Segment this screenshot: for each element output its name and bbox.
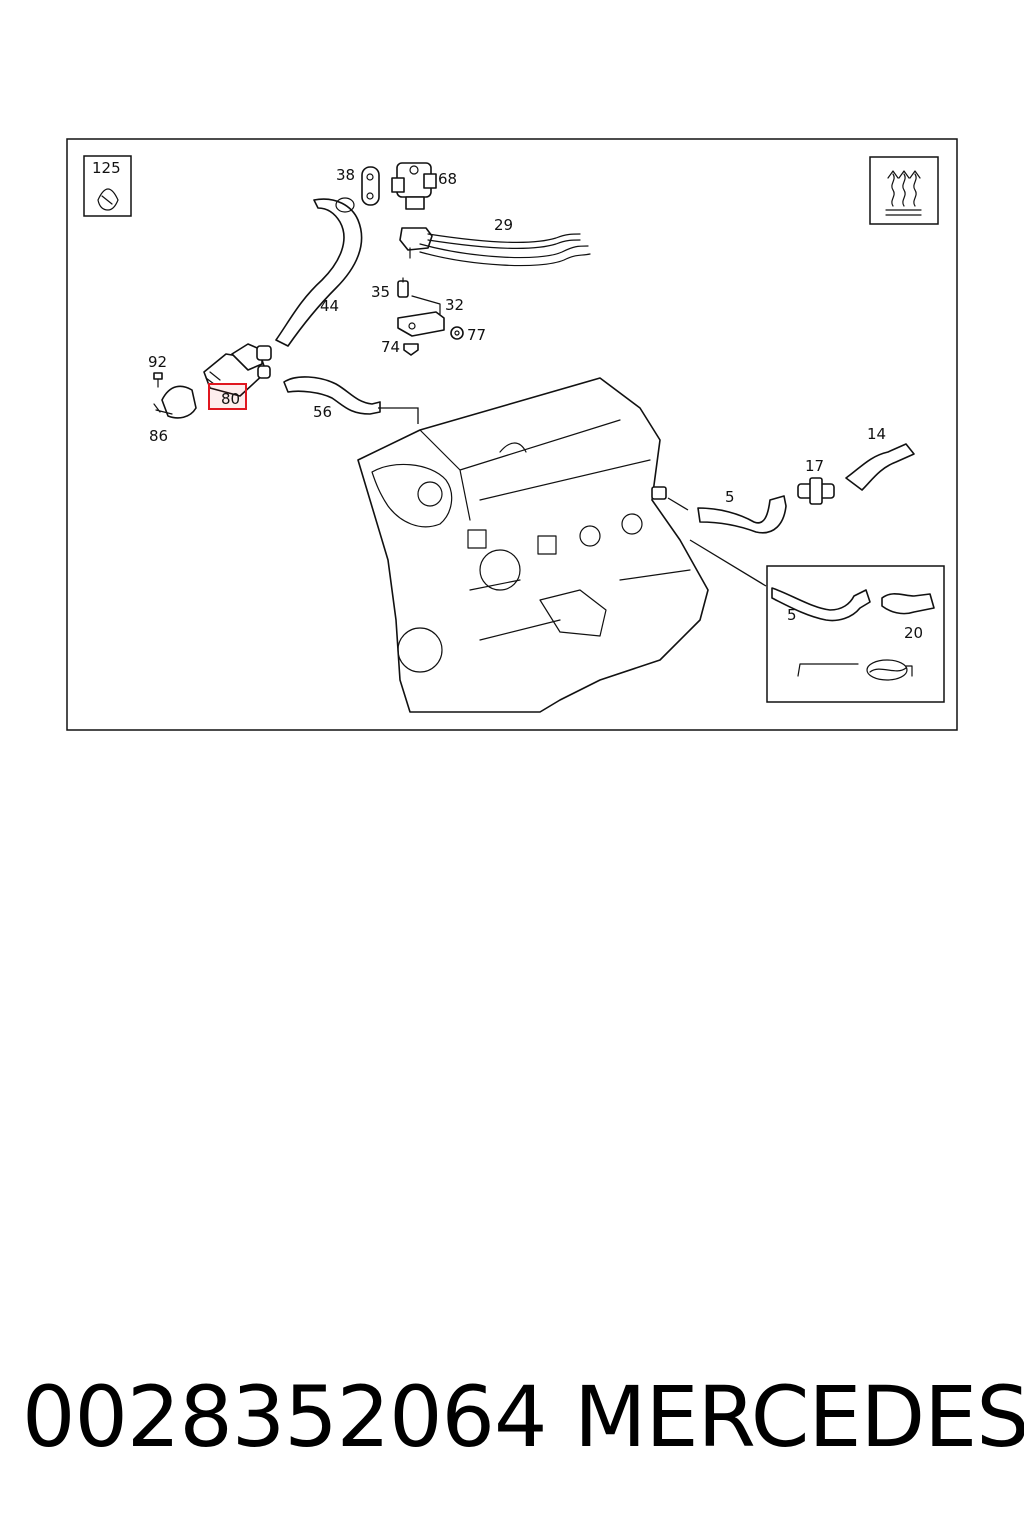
callout-125: 125 (92, 159, 121, 177)
part-29-pipes (399, 227, 591, 267)
parts-diagram: 125 38 68 29 35 32 77 74 44 92 80 86 56 … (66, 138, 958, 731)
highlight-box-80 (208, 383, 247, 410)
part-17-connector (797, 477, 835, 505)
callout-68: 68 (438, 170, 457, 188)
engine-block (357, 377, 709, 713)
caption: 0028352064 MERCEDES (0, 1362, 1024, 1472)
part-80-water-pump (203, 343, 272, 397)
callout-44: 44 (320, 297, 339, 315)
callout-17: 17 (805, 457, 824, 475)
callout-92: 92 (148, 353, 167, 371)
part-56-hose (283, 376, 381, 415)
part-86-bracket (153, 385, 197, 419)
detail-inset (766, 565, 945, 703)
callout-38: 38 (336, 166, 355, 184)
callout-29: 29 (494, 216, 513, 234)
part-68-valve (391, 162, 437, 210)
callout-56: 56 (313, 403, 332, 421)
part-92-screw (153, 372, 163, 388)
callout-77: 77 (467, 326, 486, 344)
part-32-bracket (397, 295, 445, 337)
part-77-nut (450, 326, 464, 340)
callout-20: 20 (904, 624, 923, 642)
part-number: 0028352064 (22, 1368, 547, 1466)
part-38-gasket (361, 166, 380, 206)
part-14-hose (845, 443, 915, 491)
callout-35: 35 (371, 283, 390, 301)
brand-name: MERCEDES (574, 1368, 1024, 1466)
part-35-sensor (397, 277, 409, 298)
callout-80: 80 (221, 390, 240, 408)
part-74-bolt (403, 343, 419, 356)
part-44-hose (275, 197, 363, 347)
callout-14: 14 (867, 425, 886, 443)
callout-5: 5 (725, 488, 735, 506)
callout-32: 32 (445, 296, 464, 314)
callout-86: 86 (149, 427, 168, 445)
heating-symbol-icon (869, 156, 939, 225)
callout-74: 74 (381, 338, 400, 356)
part-5-hose (667, 495, 787, 534)
clamp-icon (83, 155, 132, 217)
callout-5-inset: 5 (787, 606, 797, 624)
